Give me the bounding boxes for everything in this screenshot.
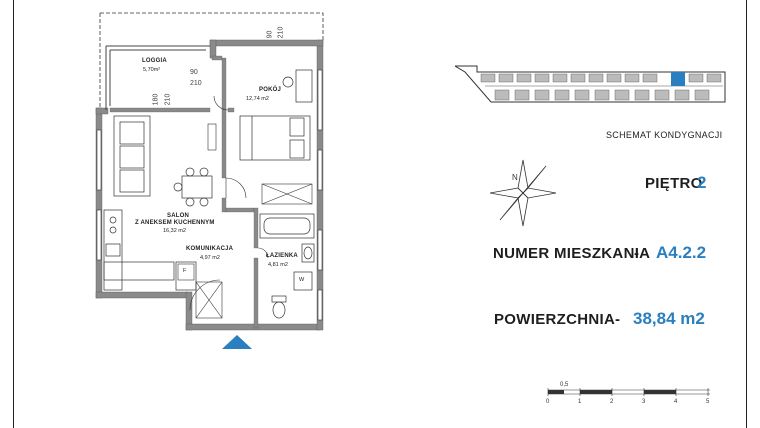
kitchen-counter — [103, 209, 197, 291]
scale-tick-4: 4 — [674, 399, 678, 405]
area-value: 38,84 m2 — [633, 309, 705, 328]
lazienka-area: 4,81 m2 — [268, 262, 288, 268]
salon-area: 16,32 m2 — [163, 228, 186, 234]
scale-tick-1: 1 — [578, 399, 582, 405]
scale-tick-0: 0 — [546, 399, 550, 405]
komunikacja-label: KOMUNIKACJA — [186, 246, 234, 252]
scale-half: 0,5 — [560, 382, 569, 388]
salon-label-2: Z ANEKSEM KUCHENNYM — [135, 220, 215, 226]
bed-icon — [239, 115, 311, 161]
windows — [96, 69, 323, 321]
floor-schematic — [455, 65, 726, 103]
scale-bar: 0,5 0 1 2 3 4 5 — [546, 382, 710, 405]
schemat-label: SCHEMAT KONDYGNACJI — [606, 130, 723, 140]
door-dim-pokoj-height: 210 — [190, 80, 202, 87]
tv-cabinet — [207, 123, 217, 151]
toilet-icon — [271, 295, 287, 319]
svg-text:N: N — [512, 173, 518, 182]
door-dim-loggia-height: 210 — [277, 26, 285, 39]
apartment-number-value: A4.2.2 — [656, 243, 707, 262]
door-dim-loggia-width: 90 — [266, 30, 274, 39]
washer-icon — [293, 271, 313, 291]
apartment-highlight — [671, 72, 685, 86]
loggia-outline — [105, 45, 210, 110]
scale-tick-2: 2 — [610, 399, 614, 405]
scale-tick-3: 3 — [642, 399, 646, 405]
fridge-icon — [177, 263, 195, 281]
floor-plan — [95, 12, 324, 349]
pokoj-area: 12,74 m2 — [246, 96, 269, 102]
area-label: POWIERZCHNIA — [494, 311, 616, 328]
site-outline — [99, 12, 324, 120]
floor-label: PIĘTRO — [645, 175, 703, 192]
outer-walls — [95, 39, 324, 331]
left-frame-line — [13, 0, 14, 428]
area-dash: - — [615, 311, 620, 328]
salon-label: SALON — [167, 213, 189, 219]
sink-icon — [301, 243, 315, 263]
washer-label: W — [299, 277, 305, 283]
fridge-label: F — [183, 268, 187, 274]
interior-walls — [109, 55, 259, 329]
right-frame-line — [746, 0, 747, 428]
entrance-arrow-icon — [222, 335, 252, 349]
bathtub-icon — [259, 213, 315, 239]
floor-value: 2 — [697, 173, 707, 192]
desk-icon — [282, 69, 313, 103]
door-dim-salon-height: 210 — [164, 93, 172, 106]
komunikacja-area: 4,97 m2 — [200, 255, 220, 261]
door-swings — [189, 95, 269, 311]
corridor-wardrobe — [195, 281, 223, 319]
sofa-icon — [113, 115, 151, 197]
door-dim-salon-width: 180 — [152, 93, 160, 106]
apartment-number-dash: - — [634, 245, 639, 262]
wardrobe-icon — [261, 183, 313, 205]
pokoj-label: POKÓJ — [259, 87, 282, 93]
scale-tick-5: 5 — [706, 399, 710, 405]
lazienka-label: ŁAZIENKA — [266, 253, 298, 259]
door-dim-pokoj-width: 90 — [190, 69, 198, 76]
compass-icon: N — [489, 159, 557, 227]
dining-table-icon — [173, 167, 213, 207]
apartment-number-label: NUMER MIESZKANIA — [493, 245, 651, 262]
loggia-area: 5,70m² — [143, 67, 161, 73]
loggia-label: LOGGIA — [142, 58, 167, 64]
